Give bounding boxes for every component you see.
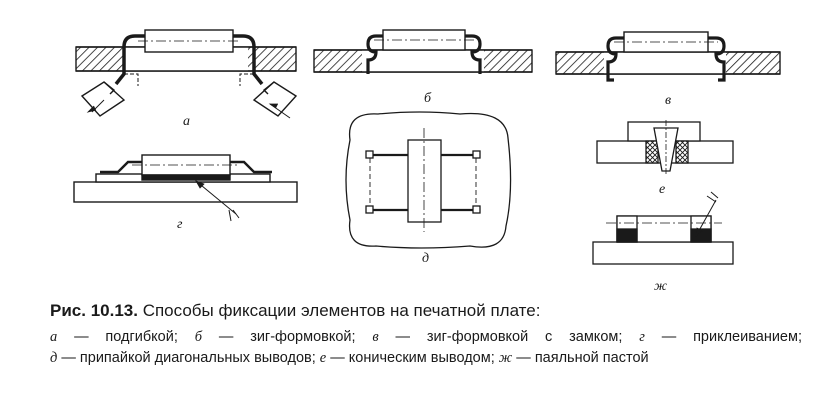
diagram-b-zig-forming: б	[313, 29, 533, 106]
label-g: г	[177, 217, 183, 232]
label-zh: ж	[654, 279, 667, 294]
label-b: б	[424, 91, 432, 106]
diagram-a-bending: а	[75, 29, 298, 129]
diagram-v-zig-forming-lock: в	[555, 31, 781, 108]
figure-caption: Рис. 10.13. Способы фиксации элементов н…	[50, 301, 810, 369]
label-d: д	[422, 251, 429, 266]
label-e: е	[659, 182, 665, 197]
caption-title-text: Способы фиксации элементов на печатной п…	[142, 301, 541, 320]
caption-line-1: а — подгибкой; б — зиг-формовкой; в — зи…	[50, 329, 803, 345]
diagram-zh-solder-paste: ж	[592, 191, 734, 294]
diagram-g-gluing: г	[73, 154, 298, 232]
diagram-e-conical-lead: е	[596, 120, 734, 197]
label-v: в	[665, 93, 671, 108]
caption-line-2: д — припайкой диагональных выводов; е — …	[50, 350, 649, 366]
caption-title: Рис. 10.13. Способы фиксации элементов н…	[50, 301, 810, 321]
diagram-d-diagonal-leads: д	[345, 111, 512, 266]
figure-number: Рис. 10.13.	[50, 301, 138, 320]
label-a: а	[183, 114, 190, 129]
